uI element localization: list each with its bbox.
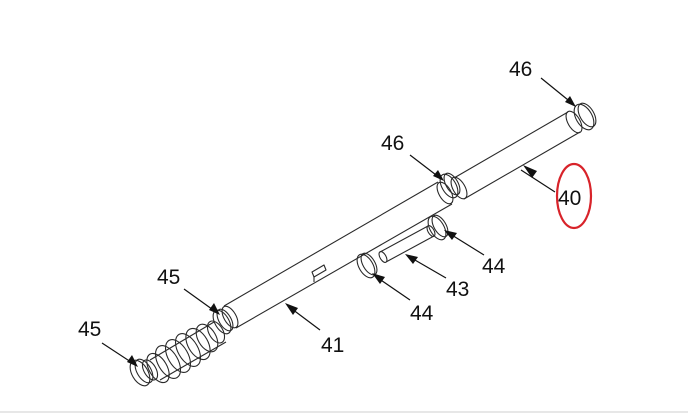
callout-41: 41 xyxy=(321,334,344,357)
callout-44-upper: 44 xyxy=(482,255,506,278)
bellows-boot xyxy=(141,320,227,384)
callout-45-middle: 45 xyxy=(157,266,180,289)
part-46-clamp-top xyxy=(573,102,597,131)
callout-45-lower: 45 xyxy=(78,318,101,341)
part-40-tube xyxy=(450,110,583,200)
leader-lines xyxy=(101,77,576,367)
callout-40: 40 xyxy=(558,187,581,210)
highlight-circle-40 xyxy=(555,162,593,230)
part-46-clamp-middle xyxy=(439,172,461,199)
part-44-ring-upper xyxy=(427,214,449,241)
callout-46-top: 46 xyxy=(509,58,532,81)
callout-43: 43 xyxy=(446,278,469,301)
callout-46-middle: 46 xyxy=(381,132,404,155)
callout-44-lower: 44 xyxy=(410,302,434,325)
part-43-rod xyxy=(378,225,436,263)
part-41-tube xyxy=(221,181,454,329)
